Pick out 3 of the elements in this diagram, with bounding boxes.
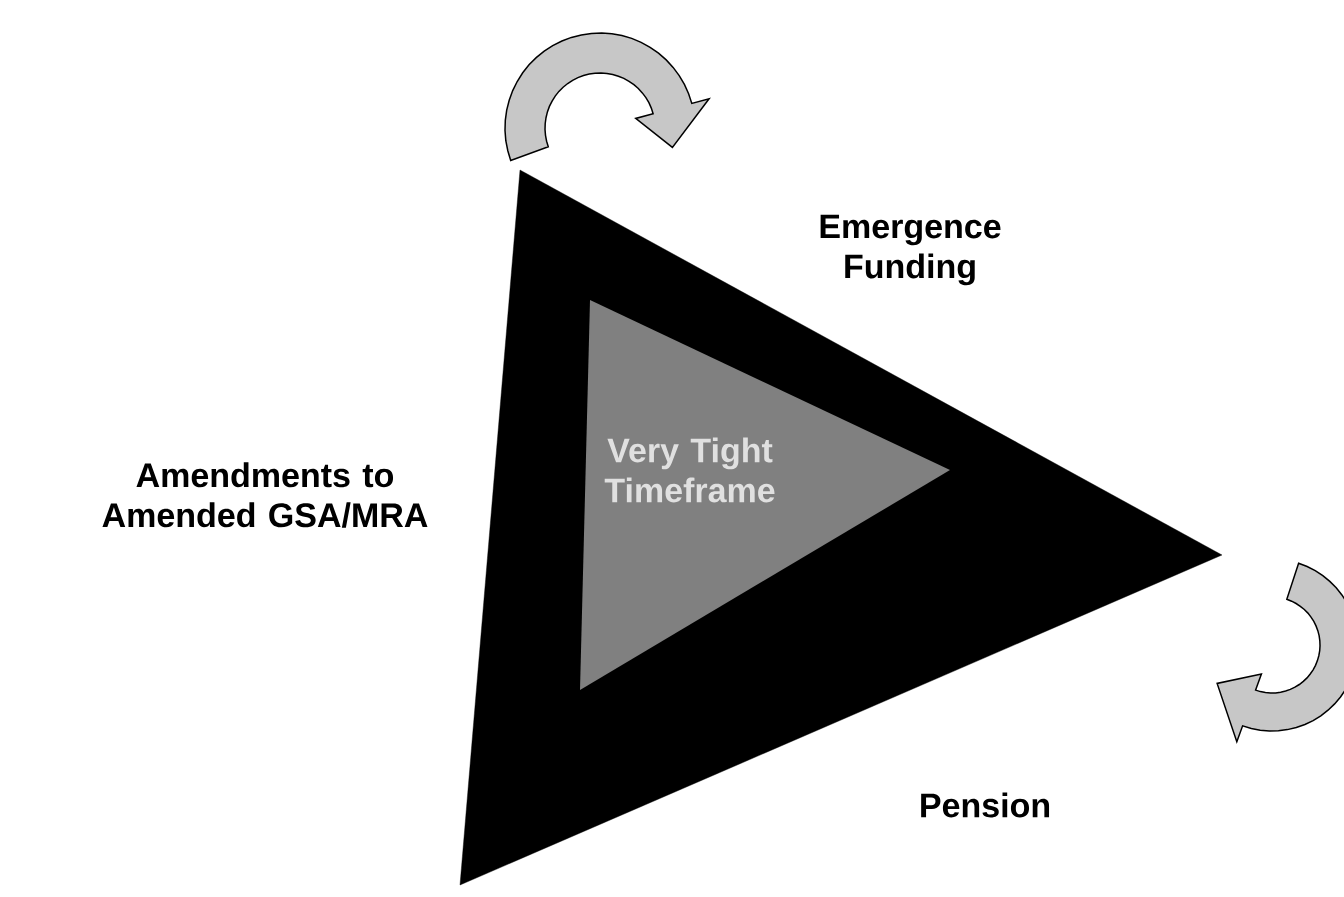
label: Emergence Funding — [820, 214, 1001, 286]
label: Pension — [921, 792, 1050, 818]
label: Amendments to Amended GSA/MRA — [102, 462, 428, 528]
